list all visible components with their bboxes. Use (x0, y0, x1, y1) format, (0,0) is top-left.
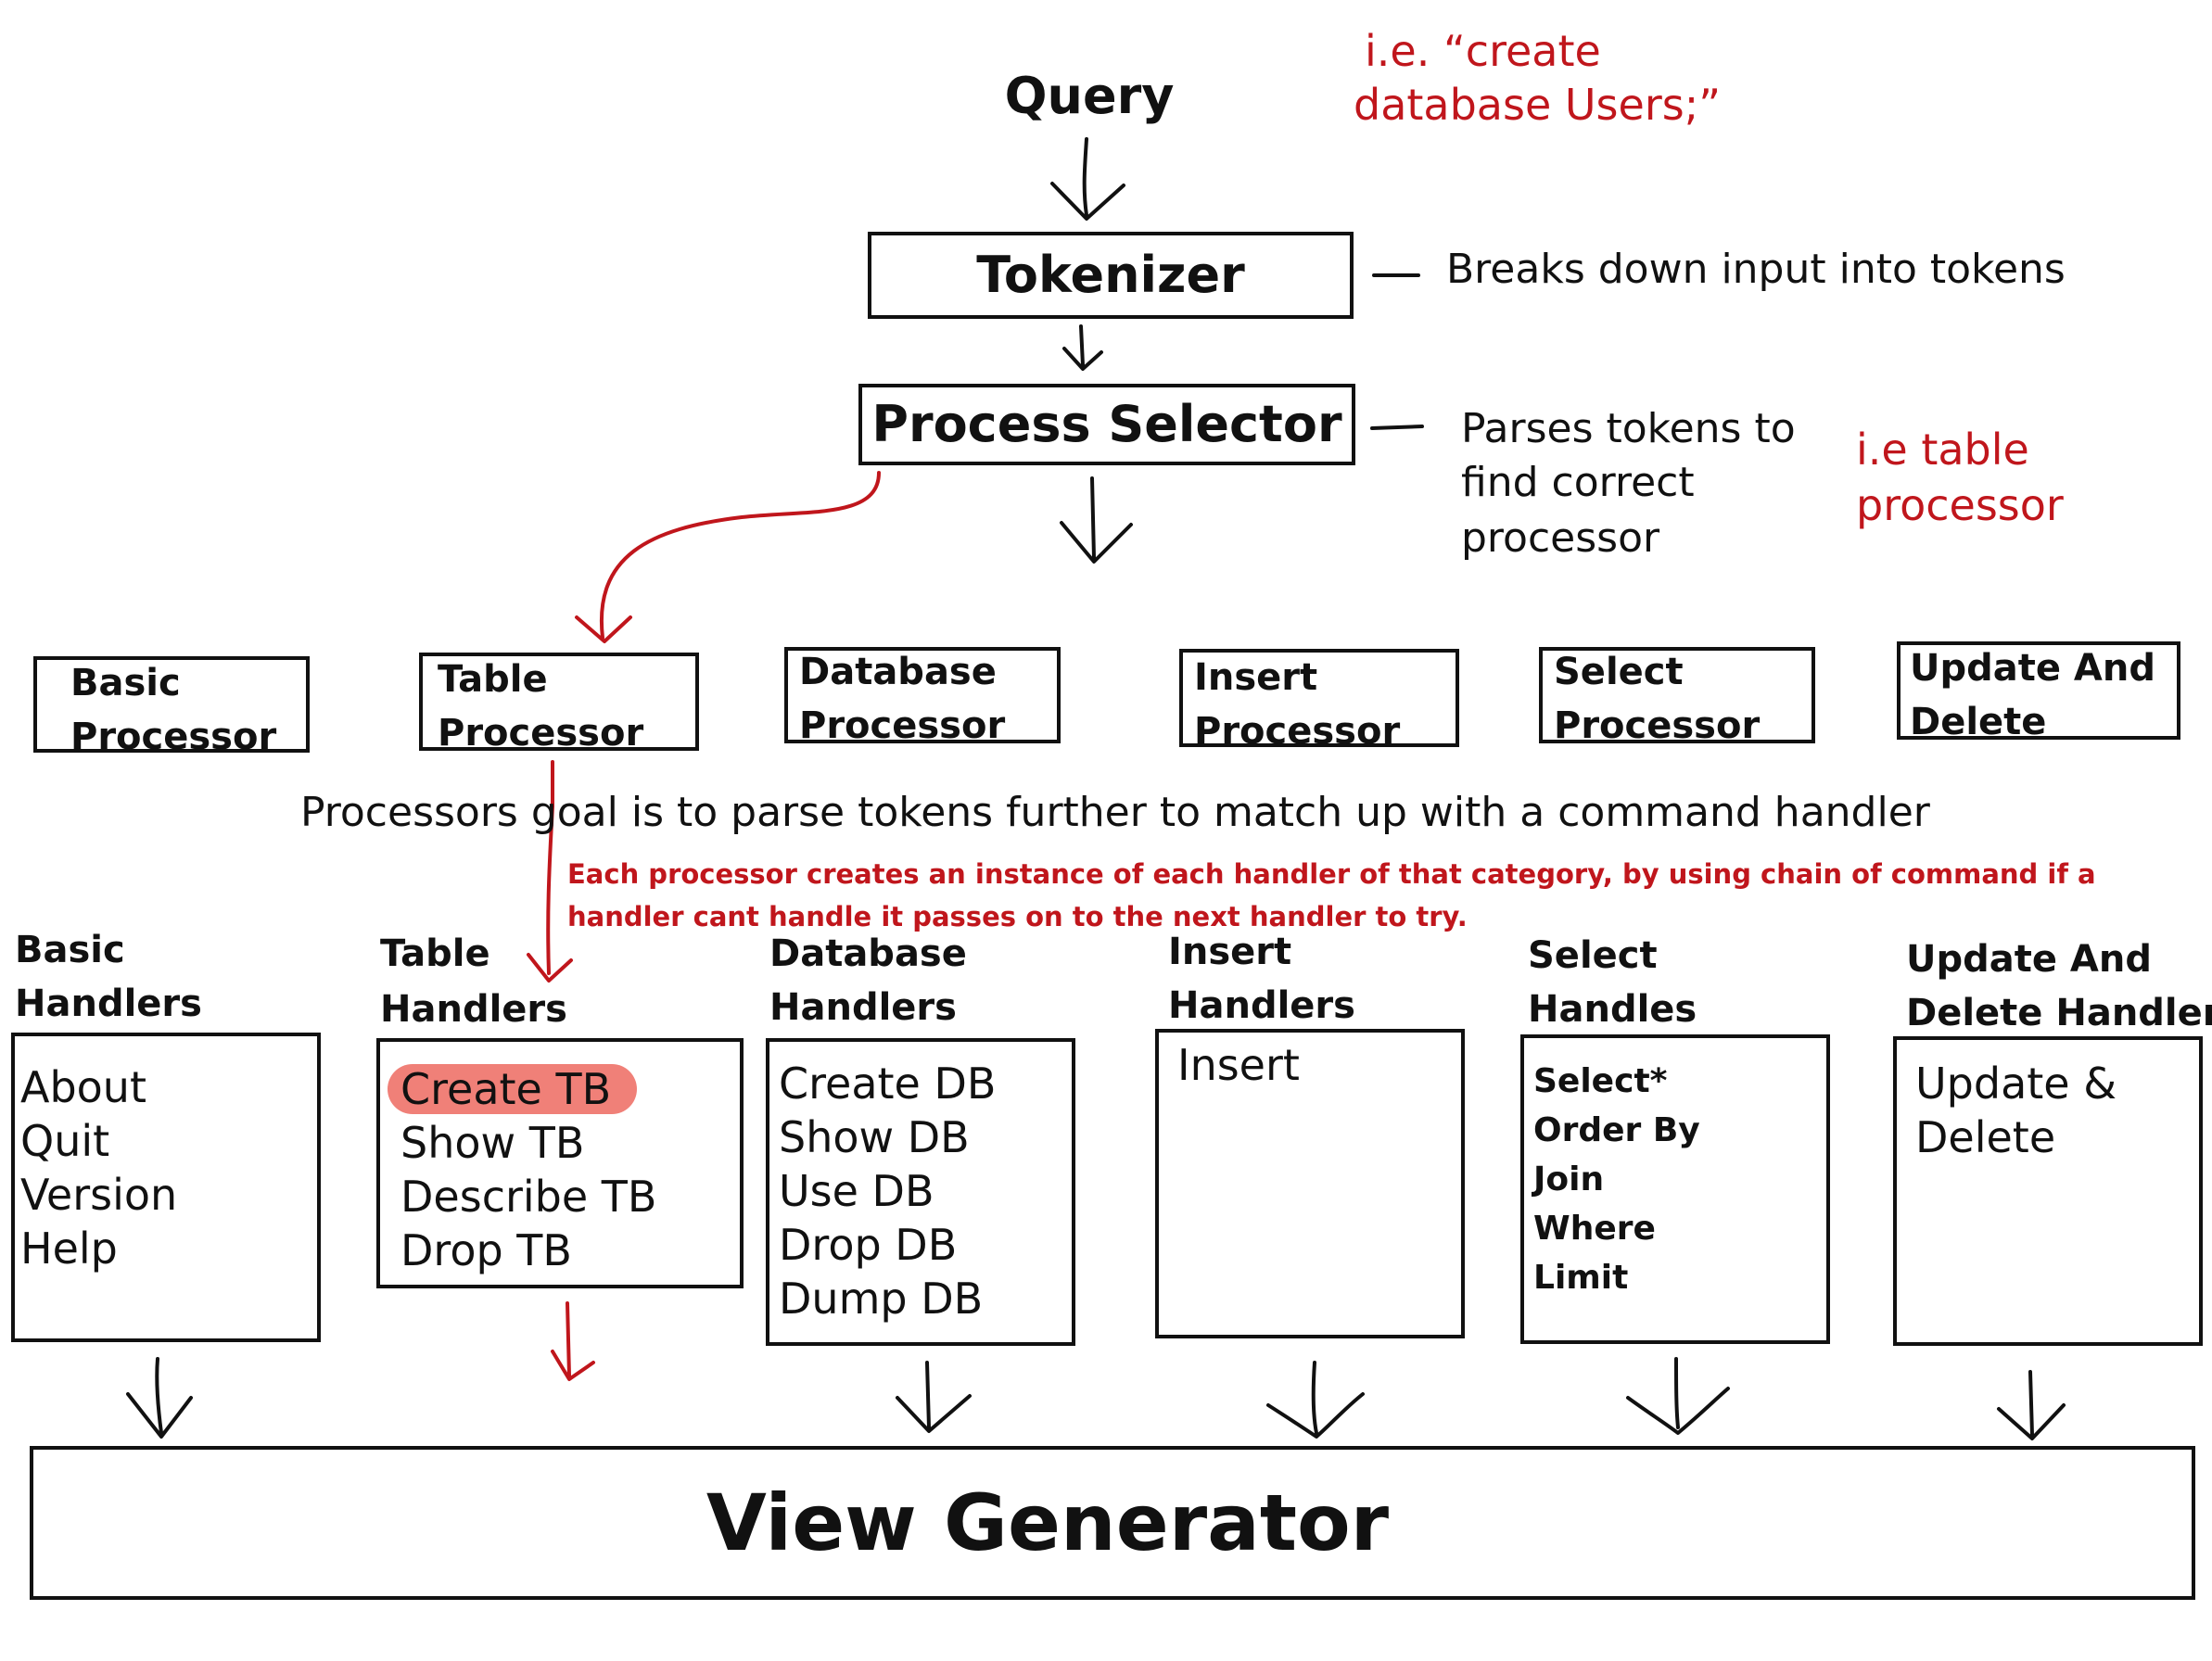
handler-dump-db: Dump DB (779, 1274, 984, 1324)
process-selector-example-2: processor (1856, 480, 2064, 530)
example-query-line1: i.e. “create (1365, 26, 1601, 76)
basic-processor-line2: Processor (70, 716, 277, 758)
select-processor-line2: Processor (1554, 704, 1761, 747)
tokenizer-label: Tokenizer (976, 246, 1245, 304)
update-delete-handlers-title-2: Delete Handler (1906, 992, 2212, 1034)
database-handlers-title-1: Database (769, 932, 967, 975)
insert-handlers-list: Insert (1177, 1038, 1461, 1092)
select-handlers-title-1: Select (1528, 934, 1658, 977)
insert-processor-line1: Insert (1194, 656, 1318, 699)
database-processor-line1: Database (799, 651, 997, 693)
handler-create-db: Create DB (779, 1059, 997, 1109)
handler-insert: Insert (1177, 1040, 1300, 1090)
basic-processor-line1: Basic (70, 662, 181, 704)
insert-handlers-title-1: Insert (1168, 931, 1292, 973)
basic-handlers-title-2: Handlers (15, 983, 202, 1025)
process-selector-box: Process Selector (858, 384, 1355, 465)
table-handlers-box: Create TB Show TB Describe TB Drop TB (376, 1038, 744, 1288)
red-arrow-table-handlers-down (551, 1301, 595, 1381)
update-delete-processor-line1: Update And (1910, 647, 2155, 690)
update-delete-processor-box: Update And Delete (1897, 641, 2180, 743)
processors-goal-text: Processors goal is to parse tokens furth… (300, 789, 1930, 836)
database-processor-box: Database Processor (784, 647, 1061, 747)
table-handlers-title-2: Handlers (380, 988, 567, 1031)
process-selector-note-2: find correct (1461, 459, 1695, 506)
dash-selector-note (1370, 425, 1424, 430)
database-processor-line2: Processor (799, 704, 1006, 747)
red-arrow-table-processor-down (527, 760, 573, 983)
handler-order-by: Order By (1533, 1111, 1700, 1149)
process-selector-example-1: i.e table (1856, 425, 2029, 475)
query-label: Query (1004, 67, 1175, 125)
handler-update-line: Update & (1915, 1059, 2117, 1109)
process-selector-note-1: Parses tokens to (1461, 405, 1796, 452)
process-selector-note-3: processor (1461, 514, 1660, 562)
handler-use-db: Use DB (779, 1166, 934, 1216)
handler-create-tb: Create TB (388, 1062, 740, 1116)
handler-join: Join (1533, 1160, 1605, 1198)
basic-handlers-box: About Quit Version Help (11, 1033, 321, 1342)
view-generator-box: View Generator (30, 1446, 2195, 1600)
update-delete-handlers-title-1: Update And (1906, 938, 2152, 981)
chain-note-line1: Each processor creates an instance of ea… (567, 858, 2096, 890)
handler-create-tb-highlight: Create TB (388, 1064, 638, 1114)
handler-where: Where (1533, 1210, 1656, 1248)
select-handlers-list: Select* Order By Join Where Limit (1533, 1057, 1826, 1302)
table-processor-line2: Processor (438, 712, 644, 754)
select-handlers-box: Select* Order By Join Where Limit (1520, 1034, 1830, 1344)
update-delete-processor-line2: Delete (1910, 701, 2047, 743)
arrow-update-down (1997, 1370, 2066, 1440)
handler-quit: Quit (20, 1116, 110, 1166)
handler-show-db: Show DB (779, 1112, 970, 1162)
arrow-insert-down (1266, 1361, 1365, 1439)
table-handlers-list: Create TB Show TB Describe TB Drop TB (388, 1062, 740, 1277)
select-handlers-title-2: Handles (1528, 988, 1697, 1031)
handler-describe-tb: Describe TB (400, 1172, 657, 1222)
handler-drop-db: Drop DB (779, 1220, 958, 1270)
tokenizer-note: Breaks down input into tokens (1446, 246, 2066, 293)
handler-version: Version (20, 1170, 178, 1220)
handler-show-tb: Show TB (400, 1118, 585, 1168)
arrow-tokenizer-to-selector (1062, 324, 1103, 371)
handler-select-star: Select* (1533, 1062, 1668, 1100)
basic-processor-box: Basic Processor (33, 656, 310, 758)
database-handlers-list: Create DB Show DB Use DB Drop DB Dump DB (779, 1057, 1072, 1325)
basic-handlers-list: About Quit Version Help (20, 1060, 317, 1275)
red-arrow-selector-to-table (575, 471, 881, 643)
arrow-selector-down (1060, 476, 1133, 564)
process-selector-label: Process Selector (871, 395, 1342, 453)
insert-processor-box: Insert Processor (1179, 649, 1459, 753)
select-processor-line1: Select (1554, 651, 1684, 693)
view-generator-label: View Generator (706, 1477, 1390, 1568)
insert-processor-line2: Processor (1194, 710, 1401, 753)
basic-handlers-title-1: Basic (15, 929, 125, 971)
table-handlers-title-1: Table (380, 932, 490, 975)
arrow-basic-down (126, 1357, 193, 1439)
arrow-select-down (1626, 1357, 1730, 1435)
select-processor-box: Select Processor (1539, 647, 1815, 747)
table-processor-box: Table Processor (419, 653, 699, 754)
handler-limit: Limit (1533, 1259, 1629, 1297)
update-delete-handlers-list: Update & Delete (1915, 1057, 2199, 1164)
update-delete-handlers-box: Update & Delete (1893, 1036, 2203, 1346)
handler-delete-line: Delete (1915, 1112, 2056, 1162)
example-query-line2: database Users;” (1354, 80, 1722, 130)
tokenizer-box: Tokenizer (868, 232, 1354, 319)
handler-help: Help (20, 1224, 118, 1274)
handler-drop-tb: Drop TB (400, 1225, 572, 1275)
arrow-database-down (896, 1361, 972, 1433)
arrow-query-to-tokenizer (1050, 137, 1125, 221)
chain-note-line2: handler cant handle it passes on to the … (567, 901, 1468, 932)
table-processor-line1: Table (438, 658, 548, 701)
database-handlers-title-2: Handlers (769, 986, 957, 1029)
database-handlers-box: Create DB Show DB Use DB Drop DB Dump DB (766, 1038, 1075, 1346)
handler-about: About (20, 1062, 147, 1112)
insert-handlers-title-2: Handlers (1168, 984, 1355, 1027)
insert-handlers-box: Insert (1155, 1029, 1465, 1338)
